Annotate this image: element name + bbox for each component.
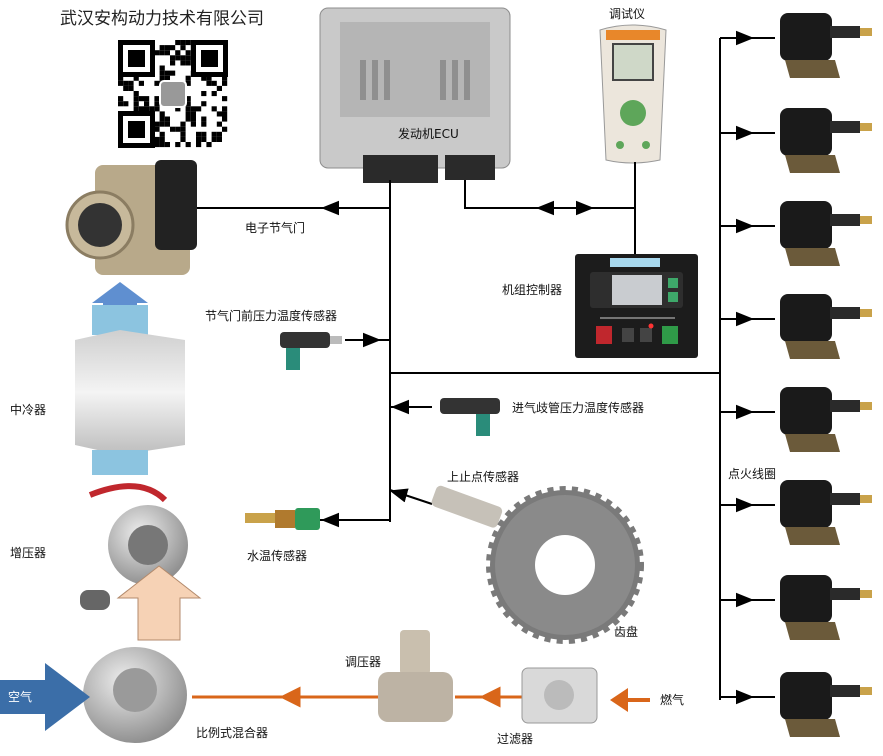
debugger-label: 调试仪 xyxy=(609,6,645,21)
ignition-coil-label: 点火线圈 xyxy=(728,467,776,481)
ignition-coil xyxy=(780,294,872,359)
gear-disc-label: 齿盘 xyxy=(614,624,638,639)
gas-label: 燃气 xyxy=(660,692,684,707)
ignition-coil xyxy=(780,672,872,737)
intercooler-label: 中冷器 xyxy=(10,402,46,417)
air-arrow: 空气 xyxy=(0,663,90,731)
throttle-label: 电子节气门 xyxy=(245,220,305,235)
regulator-label: 调压器 xyxy=(345,655,381,669)
controller-label: 机组控制器 xyxy=(502,283,562,297)
water-temp-sensor-label: 水温传感器 xyxy=(247,548,307,563)
air-label: 空气 xyxy=(8,689,32,704)
ignition-coil xyxy=(780,201,872,266)
fuel-line xyxy=(192,686,650,712)
boost-air-arrow-icon xyxy=(116,565,202,641)
mixer: 比例式混合器 xyxy=(83,647,268,743)
pre-throttle-sensor-label: 节气门前压力温度传感器 xyxy=(205,308,337,323)
electronic-throttle: 电子节气门 xyxy=(65,160,305,275)
turbocharger: 增压器 xyxy=(10,483,188,610)
water-temp-sensor: 水温传感器 xyxy=(245,508,320,563)
tdc-sensor: 上止点传感器 xyxy=(431,469,519,528)
manifold-sensor: 进气歧管压力温度传感器 xyxy=(440,398,644,436)
tdc-sensor-label: 上止点传感器 xyxy=(447,469,519,484)
ecu-label: 发动机ECU xyxy=(398,126,459,141)
mixer-label: 比例式混合器 xyxy=(196,725,268,740)
qr-code xyxy=(118,40,228,148)
company-name: 武汉安构动力技术有限公司 xyxy=(60,9,264,29)
ignition-coil xyxy=(780,575,872,640)
pre-throttle-sensor: 节气门前压力温度传感器 xyxy=(205,308,342,370)
ignition-coil xyxy=(780,387,872,452)
gas-filter: 过滤器 xyxy=(497,667,598,746)
pressure-regulator: 调压器 xyxy=(345,630,453,722)
engine-ecu: 发动机ECU xyxy=(319,7,511,183)
ignition-coil xyxy=(780,13,872,78)
ignition-coil xyxy=(780,480,872,545)
turbo-label: 增压器 xyxy=(10,546,46,560)
genset-controller: 机组控制器 xyxy=(502,254,698,358)
intercooler: 中冷器 xyxy=(10,305,185,475)
gas-inlet-arrow-icon xyxy=(610,688,650,712)
filter-label: 过滤器 xyxy=(497,732,533,746)
signal-wiring xyxy=(195,30,775,705)
manifold-sensor-label: 进气歧管压力温度传感器 xyxy=(512,400,644,415)
ignition-coils xyxy=(780,13,872,737)
gear-disc: 齿盘 xyxy=(486,486,644,644)
air-arrow-icon xyxy=(0,663,90,731)
debugger-device: 调试仪 xyxy=(599,6,667,164)
ignition-coil xyxy=(780,108,872,173)
